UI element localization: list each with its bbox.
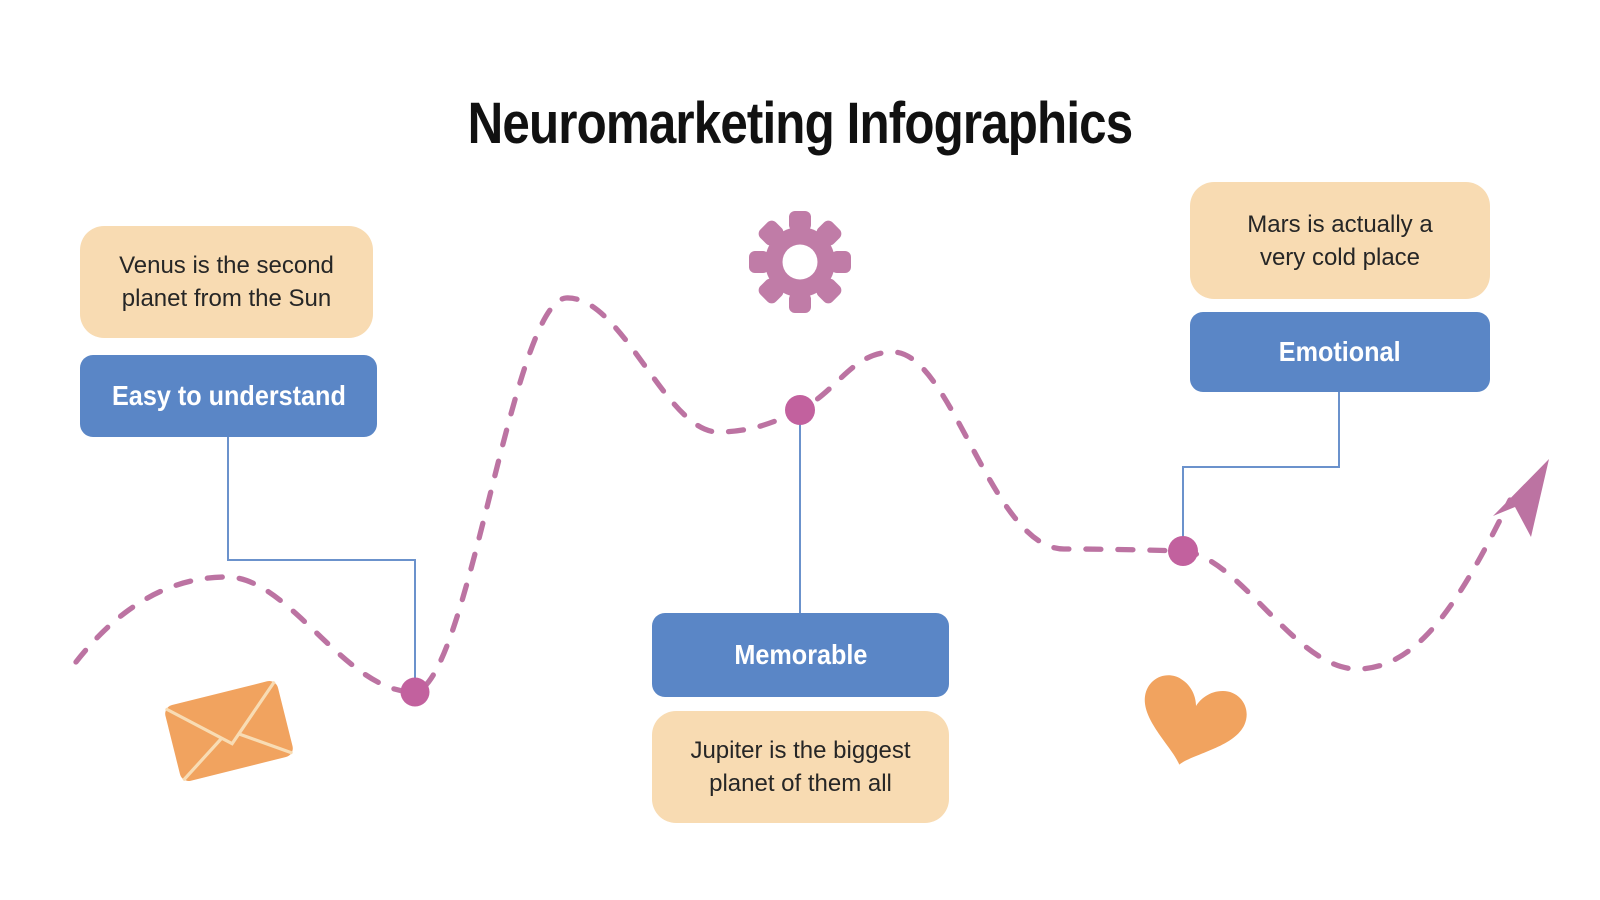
fact-line: Jupiter is the biggest [690,737,911,764]
fact-line: very cold place [1259,243,1421,271]
label-card-emotional: Emotional [1190,312,1490,392]
fact-card-jupiter: Jupiter is the biggest planet of them al… [652,711,949,823]
fact-card-venus: Venus is the second planet from the Sun [80,226,373,338]
label-card-memorable: Memorable [652,613,949,697]
node-label: Easy to understand [111,380,346,411]
fact-line: Mars is actually a [1247,210,1433,238]
node-label: Memorable [733,639,868,670]
node-label: Emotional [1279,336,1401,367]
connector-emotional [1182,392,1340,550]
fact-line: planet of them all [709,770,892,797]
timeline-dot [400,677,430,707]
envelope-icon [165,681,293,781]
arrow-icon [1493,459,1549,537]
timeline-dot [1168,536,1198,566]
gear-icon [749,211,851,313]
connector-easy-to-understand [227,437,416,690]
fact-card-mars: Mars is actually a very cold place [1190,182,1490,299]
timeline-curve [73,295,1513,695]
page-title: Neuromarketing Infographics [467,91,1133,156]
timeline-dot [785,395,815,425]
label-card-easy-to-understand: Easy to understand [80,355,377,437]
heart-icon [1144,675,1247,765]
fact-line: planet from the Sun [121,285,332,312]
fact-line: Venus is the second [119,252,334,279]
